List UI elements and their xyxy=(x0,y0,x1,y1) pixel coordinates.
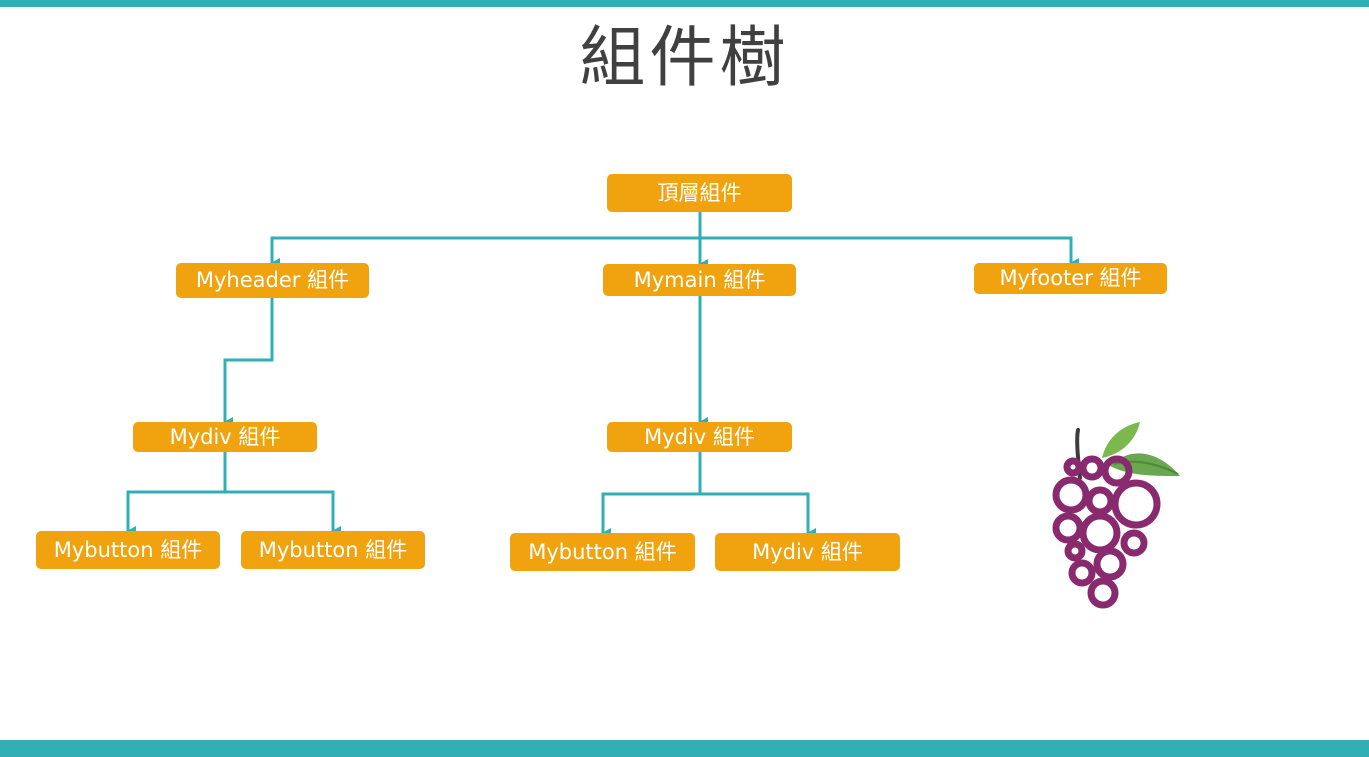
bottom-accent-bar xyxy=(0,740,1369,757)
node-main-mydiv-child: Mydiv 組件 xyxy=(715,533,900,571)
node-header-button-1: Mybutton 組件 xyxy=(36,531,220,569)
connector-root-myfooter xyxy=(700,236,1079,268)
connector-main-mydiv-button xyxy=(601,452,702,538)
node-myheader: Myheader 組件 xyxy=(176,263,369,298)
connector-root-myheader xyxy=(270,212,702,268)
node-myheader-label: Myheader 組件 xyxy=(195,268,350,292)
node-main-mydiv-child-label: Mydiv 組件 xyxy=(752,539,863,564)
node-main-mydiv-label: Mydiv 組件 xyxy=(644,424,755,449)
node-header-mydiv-label: Mydiv 組件 xyxy=(169,424,281,449)
node-myfooter-label: Myfooter 組件 xyxy=(999,266,1142,290)
node-main-button: Mybutton 組件 xyxy=(510,533,695,571)
grapes-icon xyxy=(1052,422,1180,609)
node-root: 頂層組件 xyxy=(607,174,792,212)
node-myfooter: Myfooter 組件 xyxy=(974,263,1167,294)
connector-myheader-mydiv xyxy=(223,298,274,427)
node-main-mydiv: Mydiv 組件 xyxy=(607,422,792,452)
node-header-mydiv: Mydiv 組件 xyxy=(133,422,317,452)
node-header-button-2-label: Mybutton 組件 xyxy=(258,537,408,562)
connector-main-mydiv-child xyxy=(700,492,816,538)
connector-mydiv-button1 xyxy=(126,452,227,536)
node-mymain: Mymain 組件 xyxy=(603,264,796,296)
connector-mydiv-button2 xyxy=(225,490,341,536)
top-accent-bar xyxy=(0,0,1369,7)
node-header-button-1-label: Mybutton 組件 xyxy=(53,537,203,562)
node-main-button-label: Mybutton 組件 xyxy=(528,539,677,564)
page-title: 組件樹 xyxy=(579,19,790,96)
node-mymain-label: Mymain 組件 xyxy=(633,267,766,292)
node-header-button-2: Mybutton 組件 xyxy=(241,531,425,569)
node-root-label: 頂層組件 xyxy=(657,180,742,205)
